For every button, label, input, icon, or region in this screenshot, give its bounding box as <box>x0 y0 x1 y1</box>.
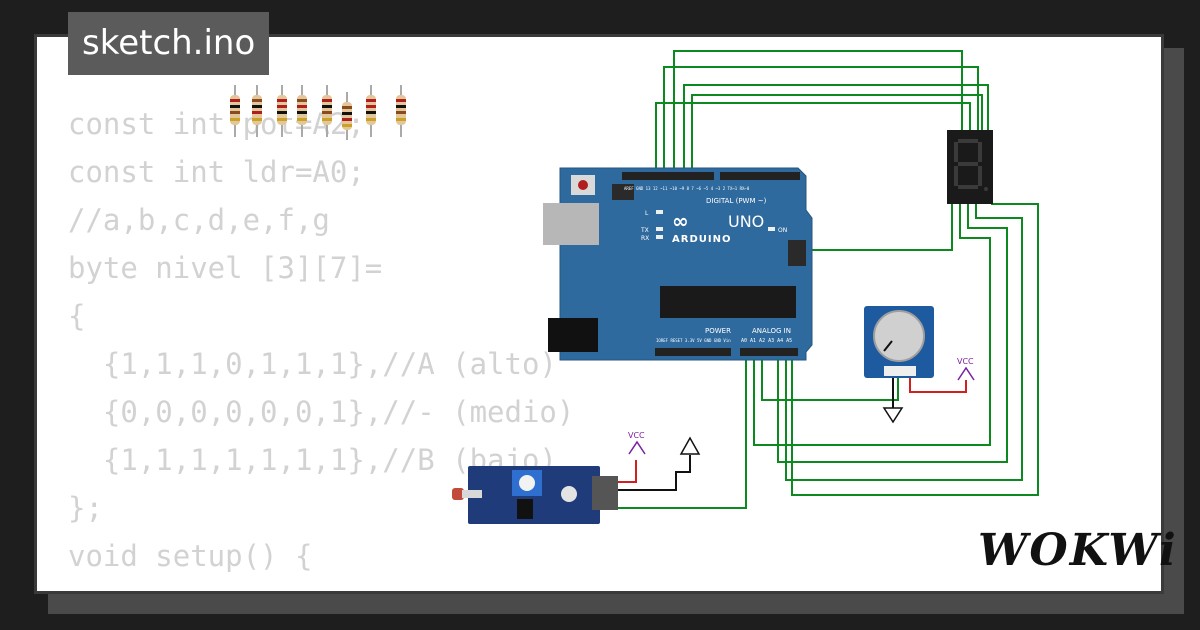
analog-pins-label: A0 A1 A2 A3 A4 A5 <box>741 338 792 344</box>
wire-vcc-pot <box>909 378 967 393</box>
vcc-symbol-ldr: VCC <box>628 431 646 455</box>
analog-label: ANALOG IN <box>752 327 791 335</box>
power-jack <box>548 318 598 352</box>
code-line: }; <box>68 491 103 525</box>
led-tx <box>656 227 663 231</box>
led-tx-label: TX <box>640 227 649 234</box>
digital-label: DIGITAL (PWM ~) <box>706 197 767 205</box>
digital-header-left <box>622 172 714 180</box>
wire-vcc-ldr <box>618 460 637 483</box>
ldr-sensor-module[interactable] <box>452 466 618 524</box>
resistor[interactable] <box>396 85 406 137</box>
power-label: POWER <box>705 327 731 335</box>
icsp-header-2 <box>788 240 806 266</box>
code-line: void setup() { <box>68 539 313 573</box>
sensor-led <box>561 486 577 502</box>
potentiometer-knob[interactable] <box>873 310 925 362</box>
led-l-label: L <box>645 210 649 217</box>
led-on <box>768 227 775 231</box>
code-background: const int pot=A2;const int ldr=A0;//a,b,… <box>68 100 574 580</box>
resistor[interactable] <box>322 85 332 137</box>
resistor[interactable] <box>252 85 262 137</box>
led-rx <box>656 235 663 239</box>
resistor[interactable] <box>230 85 240 137</box>
code-line: //a,b,c,d,e,f,g <box>68 203 330 237</box>
resistor[interactable] <box>342 92 352 140</box>
wires-digital-to-display <box>655 50 989 175</box>
arduino-uno-board[interactable]: ∞ ARDUINO UNO DIGITAL (PWM ~) AREF GND 1… <box>543 167 813 361</box>
power-header <box>655 348 731 356</box>
arduino-infinity-logo: ∞ <box>672 209 689 233</box>
wokwi-logo: WOKWi <box>978 525 1178 576</box>
brand-label: ARDUINO <box>672 234 731 245</box>
led-l <box>656 210 663 214</box>
gnd-symbol-pot <box>882 407 904 424</box>
power-pins-label: IOREF RESET 3.3V 5V GND GND Vin <box>656 338 731 343</box>
seven-segment-display[interactable] <box>947 130 993 204</box>
code-line: const int ldr=A0; <box>68 155 365 189</box>
icsp-header <box>612 184 634 200</box>
sensor-pin-header <box>592 476 618 510</box>
analog-header <box>740 348 798 356</box>
pot-pin-header <box>884 366 916 376</box>
comparator-chip <box>517 499 533 519</box>
resistor[interactable] <box>366 85 376 137</box>
resistor[interactable] <box>277 85 287 137</box>
resistor[interactable] <box>297 85 307 137</box>
segments <box>954 139 988 191</box>
model-label: UNO <box>728 212 764 231</box>
vcc-symbol-pot: VCC <box>957 357 975 381</box>
ldr-photoresistor <box>452 488 464 500</box>
atmega-chip <box>660 286 796 318</box>
code-line: {0,0,0,0,0,0,1},//- (medio) <box>68 395 575 429</box>
usb-port <box>543 203 599 245</box>
led-on-label: ON <box>778 227 787 234</box>
code-line: { <box>68 299 86 333</box>
code-line: byte nivel [3][7]= <box>68 251 383 285</box>
resistor-row <box>230 85 406 140</box>
code-line: {1,1,1,0,1,1,1},//A (alto) <box>68 347 557 381</box>
svg-text:VCC: VCC <box>628 431 645 440</box>
reset-button[interactable] <box>578 180 588 190</box>
file-tab[interactable]: sketch.ino <box>68 12 270 75</box>
wire-gnd-ldr <box>618 455 691 491</box>
digital-header-right <box>720 172 800 180</box>
potentiometer-module[interactable] <box>864 306 934 378</box>
gnd-symbol-ldr <box>679 436 701 455</box>
led-rx-label: RX <box>641 235 649 242</box>
digital-pins-label: AREF GND 13 12 ~11 ~10 ~9 8 7 ~6 ~5 4 ~3… <box>624 186 750 191</box>
code-line: {1,1,1,1,1,1,1},//B (bajo) <box>68 443 557 477</box>
svg-text:VCC: VCC <box>957 357 974 366</box>
